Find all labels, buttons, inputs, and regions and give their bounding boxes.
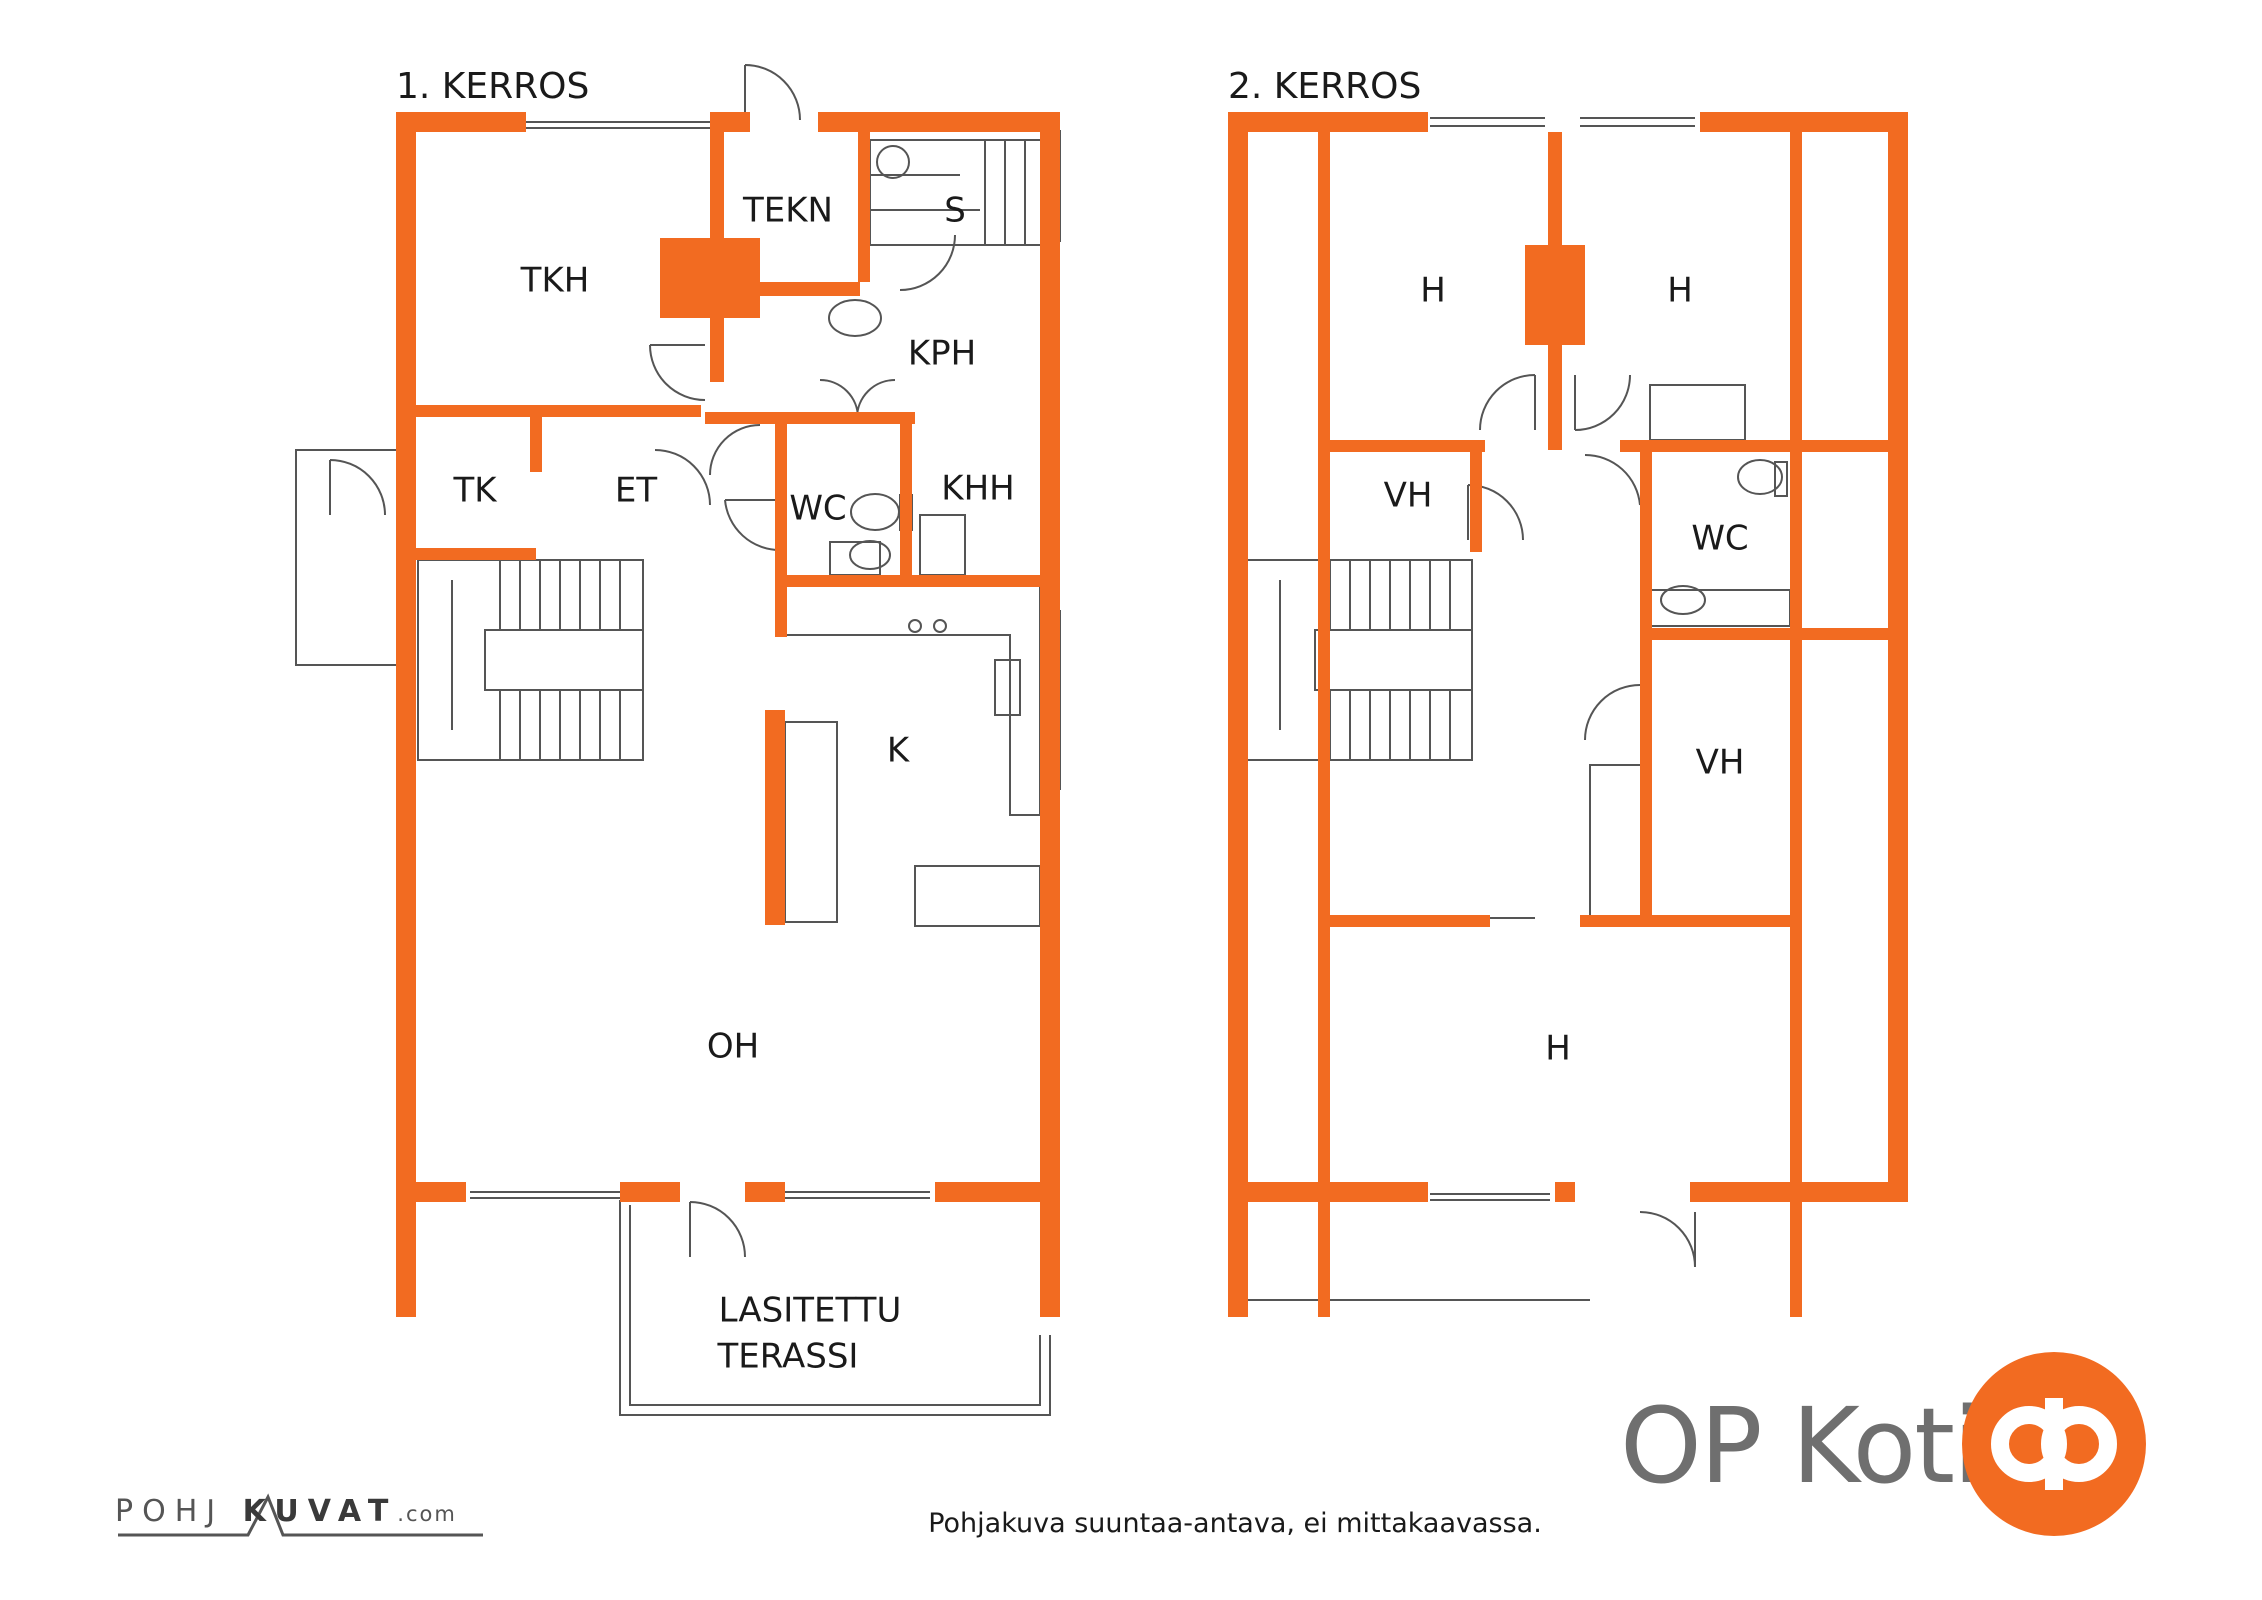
op-logo-icon <box>1962 1352 2146 1536</box>
brand-name: OP Koti <box>1620 1385 1980 1507</box>
room-label: K <box>887 731 911 771</box>
floor-2-walls <box>1228 112 1908 1317</box>
room-label: KHH <box>941 469 1014 509</box>
floor-2-plan: 2. KERROS H H VH WC VH H <box>1228 66 1908 1317</box>
floor-1-fixtures <box>295 64 1061 1416</box>
room-label: KPH <box>908 334 976 374</box>
room-label: ET <box>615 471 657 511</box>
watermark: POHJ KUVAT.com <box>115 1494 457 1529</box>
watermark-logo <box>118 1493 483 1537</box>
watermark-suffix: .com <box>397 1502 457 1526</box>
watermark-right: KUVAT <box>242 1494 398 1529</box>
floor-1-labels: 1. KERROS TEKN S TKH KPH TK ET WC KHH K … <box>396 66 1015 1377</box>
room-label: OH <box>707 1027 759 1067</box>
footnote: Pohjakuva suuntaa-antava, ei mittakaavas… <box>928 1508 1542 1539</box>
room-label: H <box>1420 271 1446 311</box>
room-label: TKH <box>520 261 590 301</box>
watermark-left: POHJ <box>115 1494 225 1529</box>
room-label: H <box>1545 1029 1571 1069</box>
room-label: WC <box>789 489 846 529</box>
room-label: H <box>1667 271 1693 311</box>
room-label: TERASSI <box>717 1337 859 1377</box>
floor-1-title: 1. KERROS <box>396 66 589 107</box>
floor-2-labels: 2. KERROS H H VH WC VH H <box>1228 66 1749 1069</box>
room-label: VH <box>1384 476 1433 516</box>
room-label: TK <box>452 471 498 511</box>
floor-1-plan: 1. KERROS TEKN S TKH KPH TK ET WC KHH K … <box>295 64 1061 1416</box>
floor-2-title: 2. KERROS <box>1228 66 1421 107</box>
brand-logo: OP Koti <box>1620 1352 2146 1536</box>
room-label: S <box>944 191 966 231</box>
room-label: VH <box>1696 743 1745 783</box>
floor-1-walls <box>396 112 1060 1317</box>
room-label: LASITETTU <box>719 1291 902 1331</box>
room-label: WC <box>1691 519 1748 559</box>
room-label: TEKN <box>742 191 833 231</box>
